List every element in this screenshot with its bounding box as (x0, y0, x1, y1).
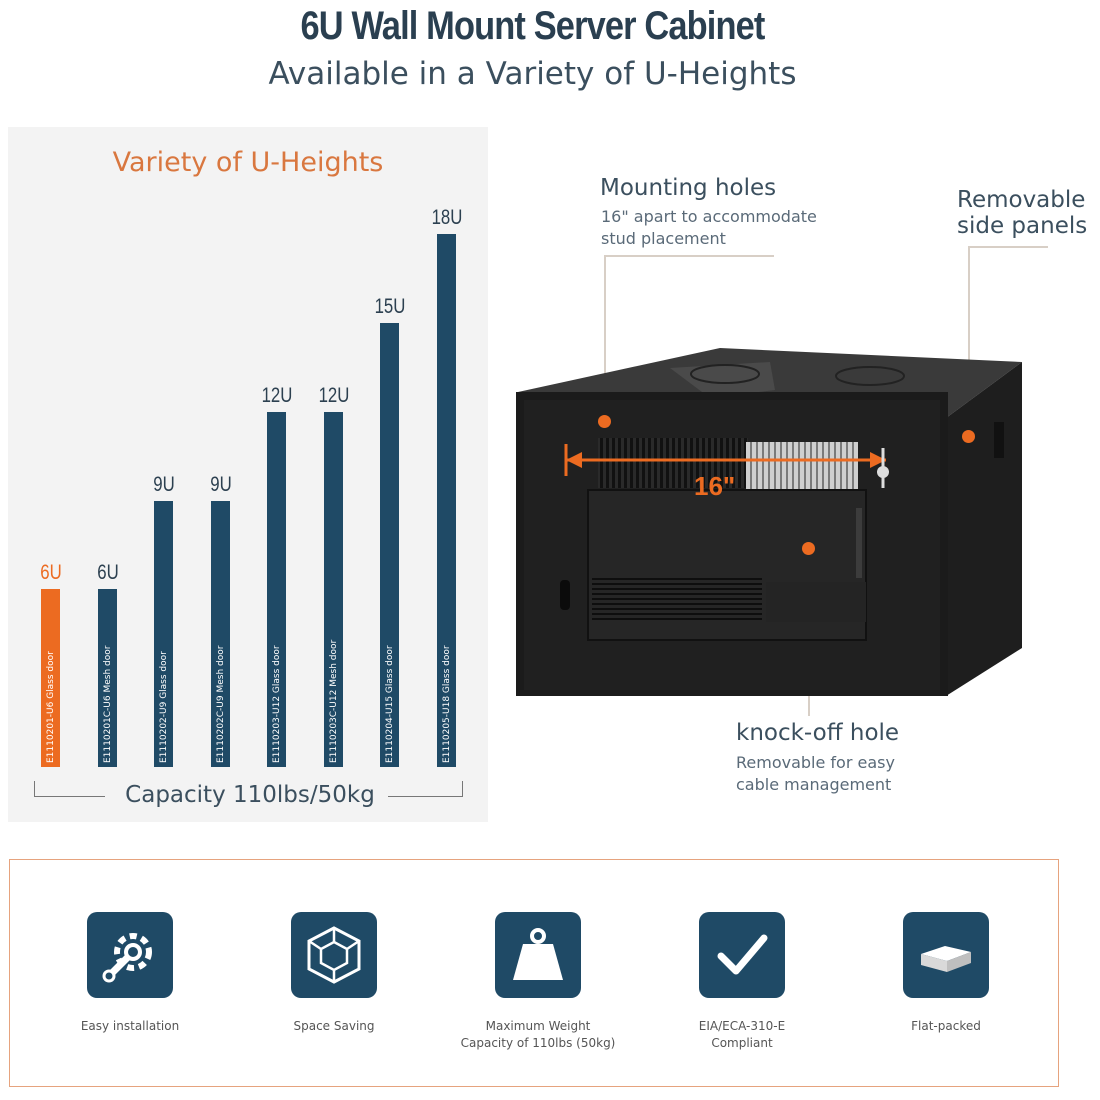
capacity-bracket-right (388, 781, 463, 797)
flat-box-icon (903, 912, 989, 998)
mounting-holes-desc-2: stud placement (601, 229, 726, 248)
feature-label: Space Saving (293, 1019, 375, 1033)
u-height-bar (154, 500, 173, 767)
cabinet-illustration (516, 348, 1022, 696)
u-height-bar-label: E1110202-U9 Glass door (159, 651, 169, 763)
u-height-bar-size: 18U (431, 206, 462, 230)
u-height-bar (323, 411, 343, 767)
u-height-bar (436, 234, 456, 767)
u-heights-title: Variety of U-Heights (112, 147, 384, 178)
weight-icon (495, 912, 581, 998)
knock-off-hole-desc-2: cable management (736, 775, 892, 794)
mounting-holes-desc-1: 16" apart to accommodate (601, 207, 817, 226)
knock-off-hole-title: knock-off hole (736, 720, 900, 746)
cube-icon (291, 912, 377, 998)
u-height-bar (267, 411, 286, 767)
feature-flat-packed: Flat-packed (846, 912, 1046, 1035)
side-panels-title-1: Removable (957, 187, 1086, 213)
u-height-bar-label: E1110201C-U6 Mesh door (102, 645, 113, 763)
knock-off-hole-desc-1: Removable for easy (736, 753, 895, 772)
u-heights-panel: Variety of U-Heights E1110201-U6 Glass d… (8, 127, 488, 822)
wrench-gear-icon (87, 912, 173, 998)
mounting-holes-title: Mounting holes (600, 175, 777, 201)
u-height-bar-size: 6U (40, 561, 62, 585)
u-height-bar-label: E1110201-U6 Glass door (46, 651, 56, 763)
mounting-holes-marker (598, 415, 611, 428)
u-height-bar (97, 589, 117, 767)
u-height-bar (210, 500, 230, 767)
capacity-bracket-left (34, 781, 105, 797)
feature-maximum-weight: Maximum Weight Capacity of 110lbs (50kg) (438, 912, 638, 1052)
side-callout-line-h (968, 246, 1048, 248)
mounting-callout-line-v (604, 255, 606, 420)
u-height-bar-size: 12U (318, 383, 349, 407)
capacity-label: Capacity 110lbs/50kg (125, 782, 375, 808)
feature-label-2: Compliant (711, 1036, 773, 1050)
feature-eia-compliant: EIA/ECA-310-E Compliant (642, 912, 842, 1052)
u-height-bar-size: 9U (153, 472, 175, 496)
feature-space-saving: Space Saving (234, 912, 434, 1035)
feature-label-1: EIA/ECA-310-E (698, 1019, 786, 1033)
knock-off-hole-marker (802, 542, 815, 555)
u-height-bar-label: E1110202C-U9 Mesh door (215, 645, 226, 763)
page-subtitle: Available in a Variety of U-Heights (268, 56, 797, 92)
u-height-bar-size: 12U (261, 383, 293, 407)
side-callout-line-v (968, 246, 970, 436)
feature-label-2: Capacity of 110lbs (50kg) (460, 1036, 616, 1050)
u-height-bar-size: 15U (374, 295, 406, 318)
feature-easy-installation: Easy installation (30, 912, 230, 1035)
u-height-bar (41, 589, 60, 767)
u-height-bar (380, 323, 399, 767)
u-height-bar-size: 9U (209, 472, 232, 496)
u-height-bar-label: E1110205-U18 Glass door (441, 645, 452, 763)
u-height-bar-label: E1110203C-U12 Mesh door (328, 639, 339, 763)
feature-label-1: Maximum Weight (485, 1019, 591, 1033)
feature-label: Flat-packed (911, 1019, 981, 1033)
side-panels-title-2: side panels (957, 213, 1088, 239)
u-height-bar-size: 6U (96, 561, 119, 585)
page-title: 6U Wall Mount Server Cabinet (300, 4, 766, 48)
u-height-bar-label: E1110204-U15 Glass door (385, 645, 395, 763)
checkmark-icon (699, 912, 785, 998)
u-height-bar-label: E1110203-U12 Glass door (272, 645, 282, 763)
features-box: Easy installation Space Saving Maximum W… (9, 859, 1059, 1087)
side-panel-marker (962, 430, 975, 443)
mounting-callout-line-h (604, 255, 774, 257)
feature-label: Easy installation (80, 1019, 180, 1033)
dimension-label: 16" (694, 471, 736, 501)
